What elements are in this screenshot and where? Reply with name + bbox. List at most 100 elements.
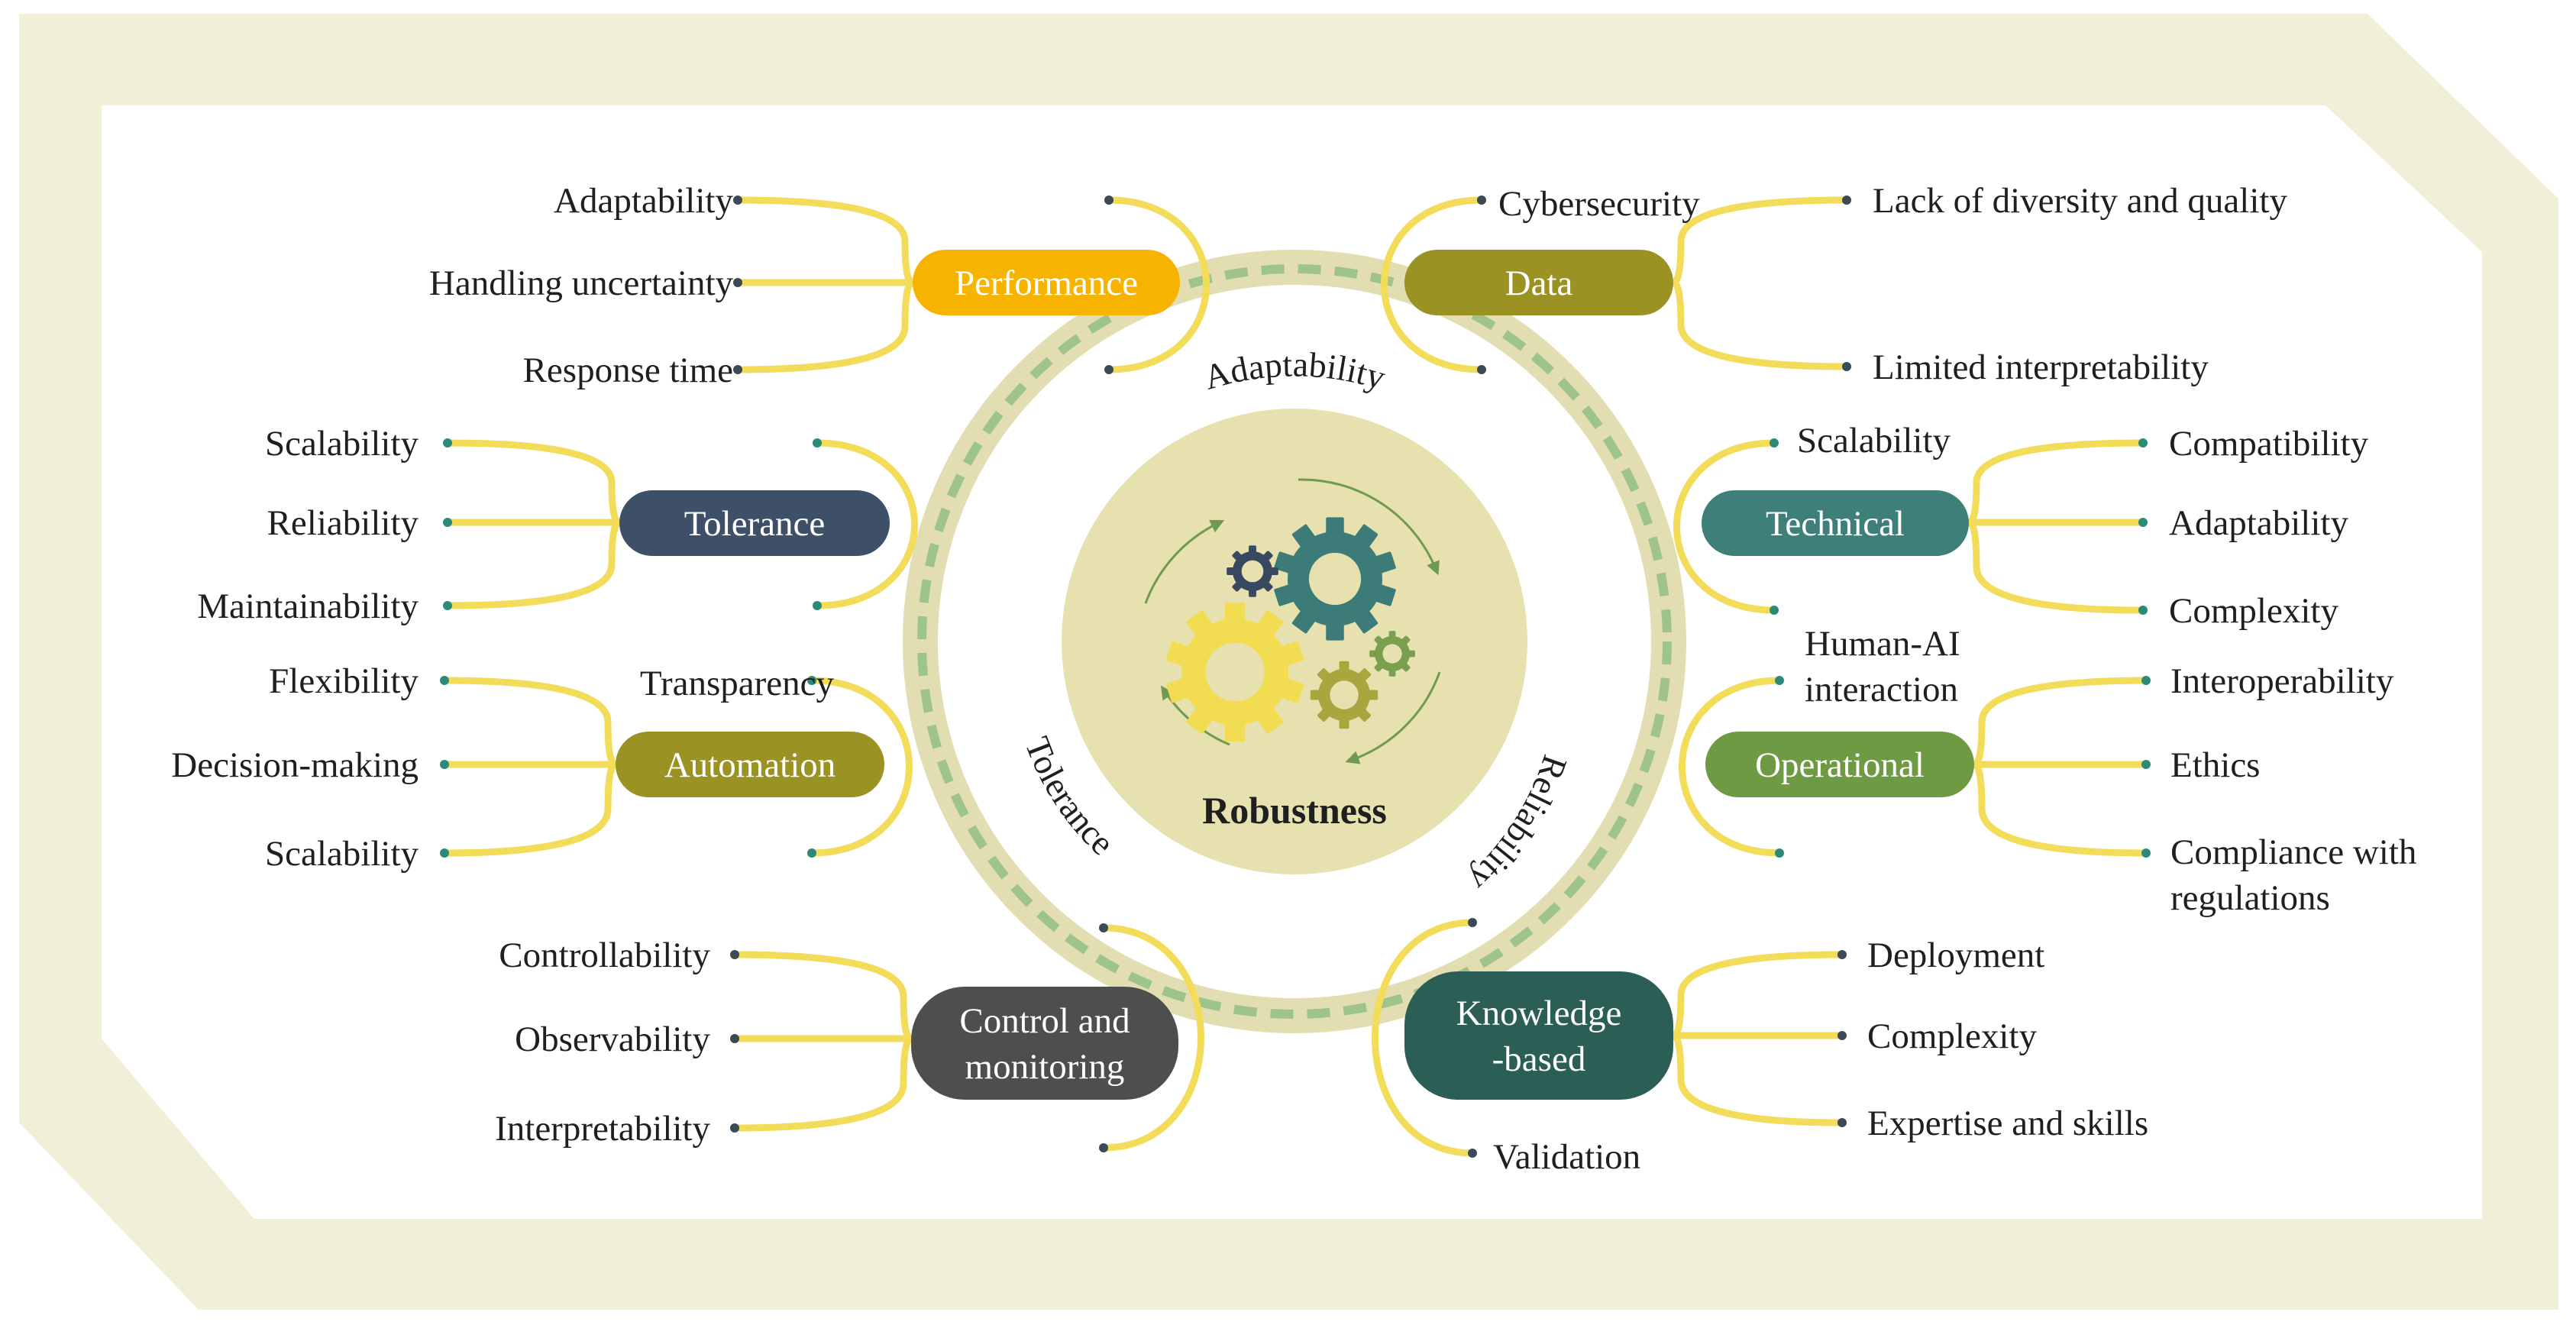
category-label: monitoring [965,1047,1125,1087]
connector-dot [1837,950,1847,959]
category-control: ControllabilityObservabilityInterpretabi… [495,923,1204,1152]
cycle-arrow-icon [1298,478,1440,576]
category-pill [616,732,884,797]
connector-dot [1104,196,1113,205]
sub-label: Maintainability [197,587,419,626]
connector-dot [1104,365,1113,374]
sub-label: Validation [1493,1137,1640,1177]
center-title: Robustness [1202,789,1387,832]
connector-dot [440,676,449,685]
dashed-ring [917,264,1672,1019]
sub-label: Interpretability [495,1109,710,1149]
connector-dot [440,848,449,858]
connector-dot [443,438,452,448]
sub-label: Cybersecurity [1498,184,1700,224]
category-label: -based [1492,1039,1586,1079]
category-pill [1404,971,1673,1100]
category-label: Knowledge [1456,994,1622,1033]
category-label: Performance [955,263,1138,303]
sub-label: Interoperability [2170,661,2394,701]
category-pill [1705,732,1974,797]
connector-dot [1842,196,1851,205]
connector-dot [443,601,452,610]
category-pill [913,250,1180,315]
sub-label: Compatibility [2169,424,2369,464]
category-pill [1404,250,1673,315]
sub-label: Adaptability [2169,503,2348,543]
sub-label: Controllability [499,936,710,975]
connector-dot [1770,606,1779,615]
connector-dot [443,518,452,527]
sub-label: Limited interpretability [1873,347,2209,387]
sub-label: Transparency [640,664,835,703]
connector-dot [813,601,822,610]
connector-dot [1837,1118,1847,1127]
sub-label: Reliability [267,503,419,543]
connector-dot [1468,918,1477,927]
connector-dot [1770,438,1779,448]
connector-dot [730,1034,739,1043]
connector-dot [733,278,742,287]
connector-dot [1099,923,1108,932]
connector-dot [1099,1143,1108,1152]
connector-dot [2138,606,2148,615]
connector-dot [807,848,816,858]
sub-label: Scalability [1797,421,1951,461]
connector-dot [2141,848,2151,858]
connector-dot [813,438,822,448]
category-label: Automation [664,745,836,785]
connector-dot [733,365,742,374]
category-automation: FlexibilityDecision-makingScalabilityTra… [171,661,913,874]
sub-label: Expertise and skills [1867,1104,2148,1143]
gear-icon-olive [1310,661,1378,729]
sub-label: Observability [515,1020,710,1059]
sub-label: Flexibility [269,661,419,701]
category-label: Control and [959,1001,1130,1041]
category-pill [911,987,1178,1100]
cycle-arrow-icon [1345,671,1441,764]
sub-label: Lack of diversity and quality [1873,181,2287,221]
gear-icon-yellow [1165,603,1304,742]
connector-dot [2138,438,2148,448]
category-label: Data [1505,263,1573,303]
connector-dot [730,950,739,959]
cycle-arrow-icon [1144,519,1225,604]
sub-label: Adaptability [554,181,733,221]
connector-dot [1477,365,1486,374]
connector-dot [1775,848,1784,858]
sub-label: Scalability [265,424,419,464]
connector-dot [807,676,816,685]
category-label: Tolerance [684,504,826,544]
sub-label: Scalability [265,834,419,874]
sub-label: Ethics [2170,745,2260,785]
category-label: Technical [1766,504,1905,544]
category-label: Operational [1755,745,1925,785]
category-pill [1702,490,1969,556]
connector-dot [1775,676,1784,685]
gear-icon-green [1369,631,1415,677]
connector-dot [440,760,449,769]
sub-label: Response time [523,351,733,390]
connector-dot [733,196,742,205]
connector-dot [1477,196,1486,205]
connector-dot [1468,1149,1477,1158]
gear-icon-teal [1274,517,1396,641]
sub-label: Complexity [2169,591,2338,631]
sub-label: Complexity [1867,1016,2037,1056]
connector-dot [2141,760,2151,769]
connector-dot [730,1123,739,1133]
connector-dot [2138,518,2148,527]
central-hub [1062,409,1527,874]
sub-label: Deployment [1867,936,2044,975]
sub-label: Handling uncertainty [429,263,734,303]
